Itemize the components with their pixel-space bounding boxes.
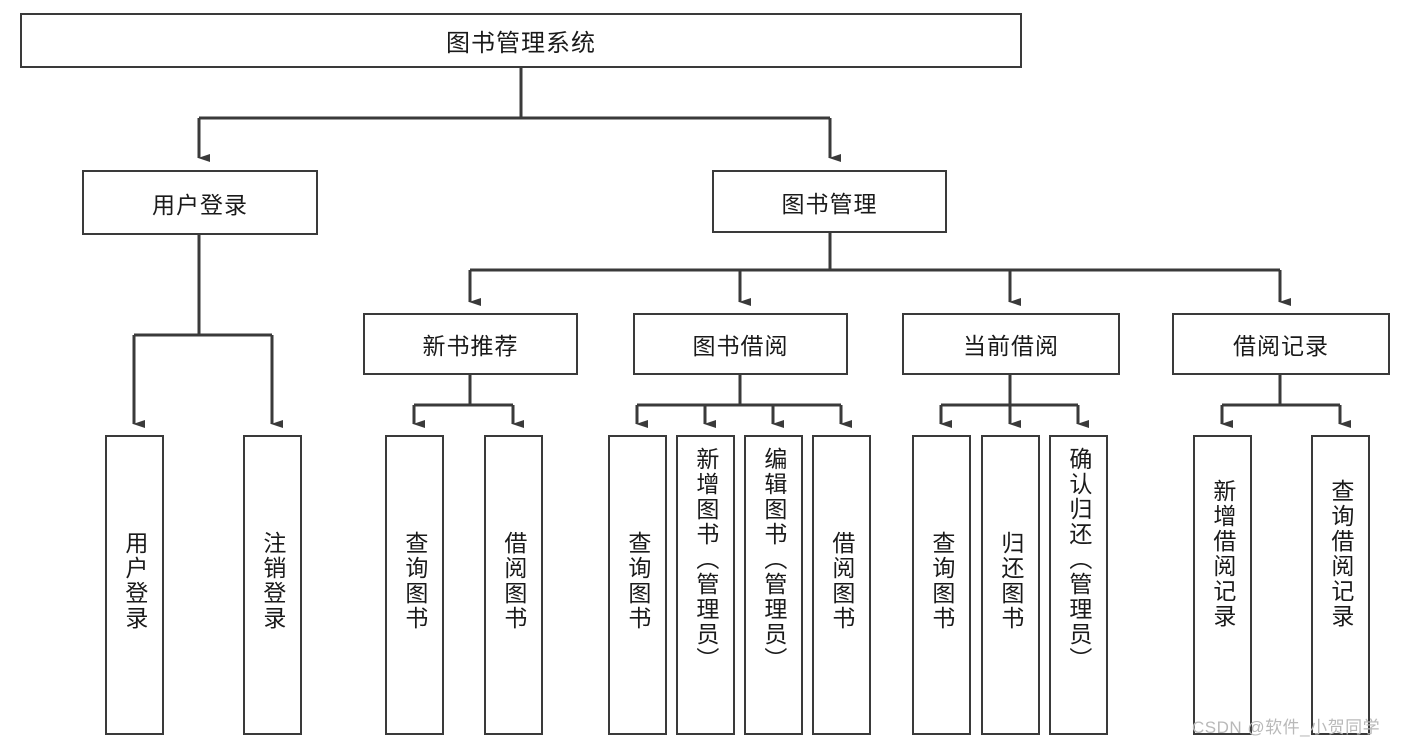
- node-label: 用户登录: [152, 191, 248, 218]
- node-user-login[interactable]: 用户登录: [82, 170, 318, 235]
- node-borrow-record[interactable]: 借阅记录: [1172, 313, 1390, 375]
- leaf-book-borrow-edit-book-admin[interactable]: 编辑图书（管理员）: [744, 435, 803, 735]
- leaf-label: 借阅图书: [828, 531, 855, 631]
- node-label: 借阅记录: [1233, 333, 1329, 359]
- node-label: 当前借阅: [963, 333, 1059, 359]
- node-label: 图书管理: [781, 190, 878, 217]
- watermark-text: CSDN @软件_小贺同学: [1192, 718, 1381, 737]
- node-book-management[interactable]: 图书管理: [712, 170, 947, 233]
- leaf-label: 查询图书: [624, 531, 651, 631]
- leaf-label: 查询图书: [928, 531, 955, 631]
- leaf-current-borrow-return-book[interactable]: 归还图书: [981, 435, 1040, 735]
- leaf-label: 确认归还（管理员）: [1065, 447, 1092, 672]
- leaf-label: 新增图书（管理员）: [692, 447, 719, 672]
- leaf-book-borrow-query-book[interactable]: 查询图书: [608, 435, 667, 735]
- leaf-label: 借阅图书: [500, 531, 527, 631]
- leaf-book-borrow-add-book-admin[interactable]: 新增图书（管理员）: [676, 435, 735, 735]
- leaf-label: 编辑图书（管理员）: [760, 447, 787, 672]
- node-label: 图书借阅: [692, 333, 789, 359]
- node-label: 图书管理系统: [446, 30, 596, 57]
- leaf-label: 注销登录: [259, 531, 286, 631]
- leaf-new-book-query-book[interactable]: 查询图书: [385, 435, 444, 735]
- leaf-user-login-logout[interactable]: 注销登录: [243, 435, 302, 735]
- leaf-current-borrow-confirm-return-admin[interactable]: 确认归还（管理员）: [1049, 435, 1108, 735]
- node-new-book-recommend[interactable]: 新书推荐: [363, 313, 578, 375]
- leaf-label: 新增借阅记录: [1209, 479, 1236, 629]
- leaf-label: 用户登录: [121, 531, 148, 631]
- node-label: 新书推荐: [422, 333, 519, 359]
- leaf-borrow-record-add-record[interactable]: 新增借阅记录: [1193, 435, 1252, 735]
- leaf-label: 查询借阅记录: [1327, 479, 1354, 629]
- leaf-user-login-login[interactable]: 用户登录: [105, 435, 164, 735]
- node-current-borrow[interactable]: 当前借阅: [902, 313, 1120, 375]
- leaf-new-book-borrow-book[interactable]: 借阅图书: [484, 435, 543, 735]
- leaf-current-borrow-query-book[interactable]: 查询图书: [912, 435, 971, 735]
- node-book-borrow[interactable]: 图书借阅: [633, 313, 848, 375]
- leaf-borrow-record-query-record[interactable]: 查询借阅记录: [1311, 435, 1370, 735]
- node-root-book-management-system[interactable]: 图书管理系统: [20, 13, 1022, 68]
- leaf-book-borrow-borrow-book[interactable]: 借阅图书: [812, 435, 871, 735]
- leaf-label: 查询图书: [401, 531, 428, 631]
- leaf-label: 归还图书: [997, 531, 1024, 631]
